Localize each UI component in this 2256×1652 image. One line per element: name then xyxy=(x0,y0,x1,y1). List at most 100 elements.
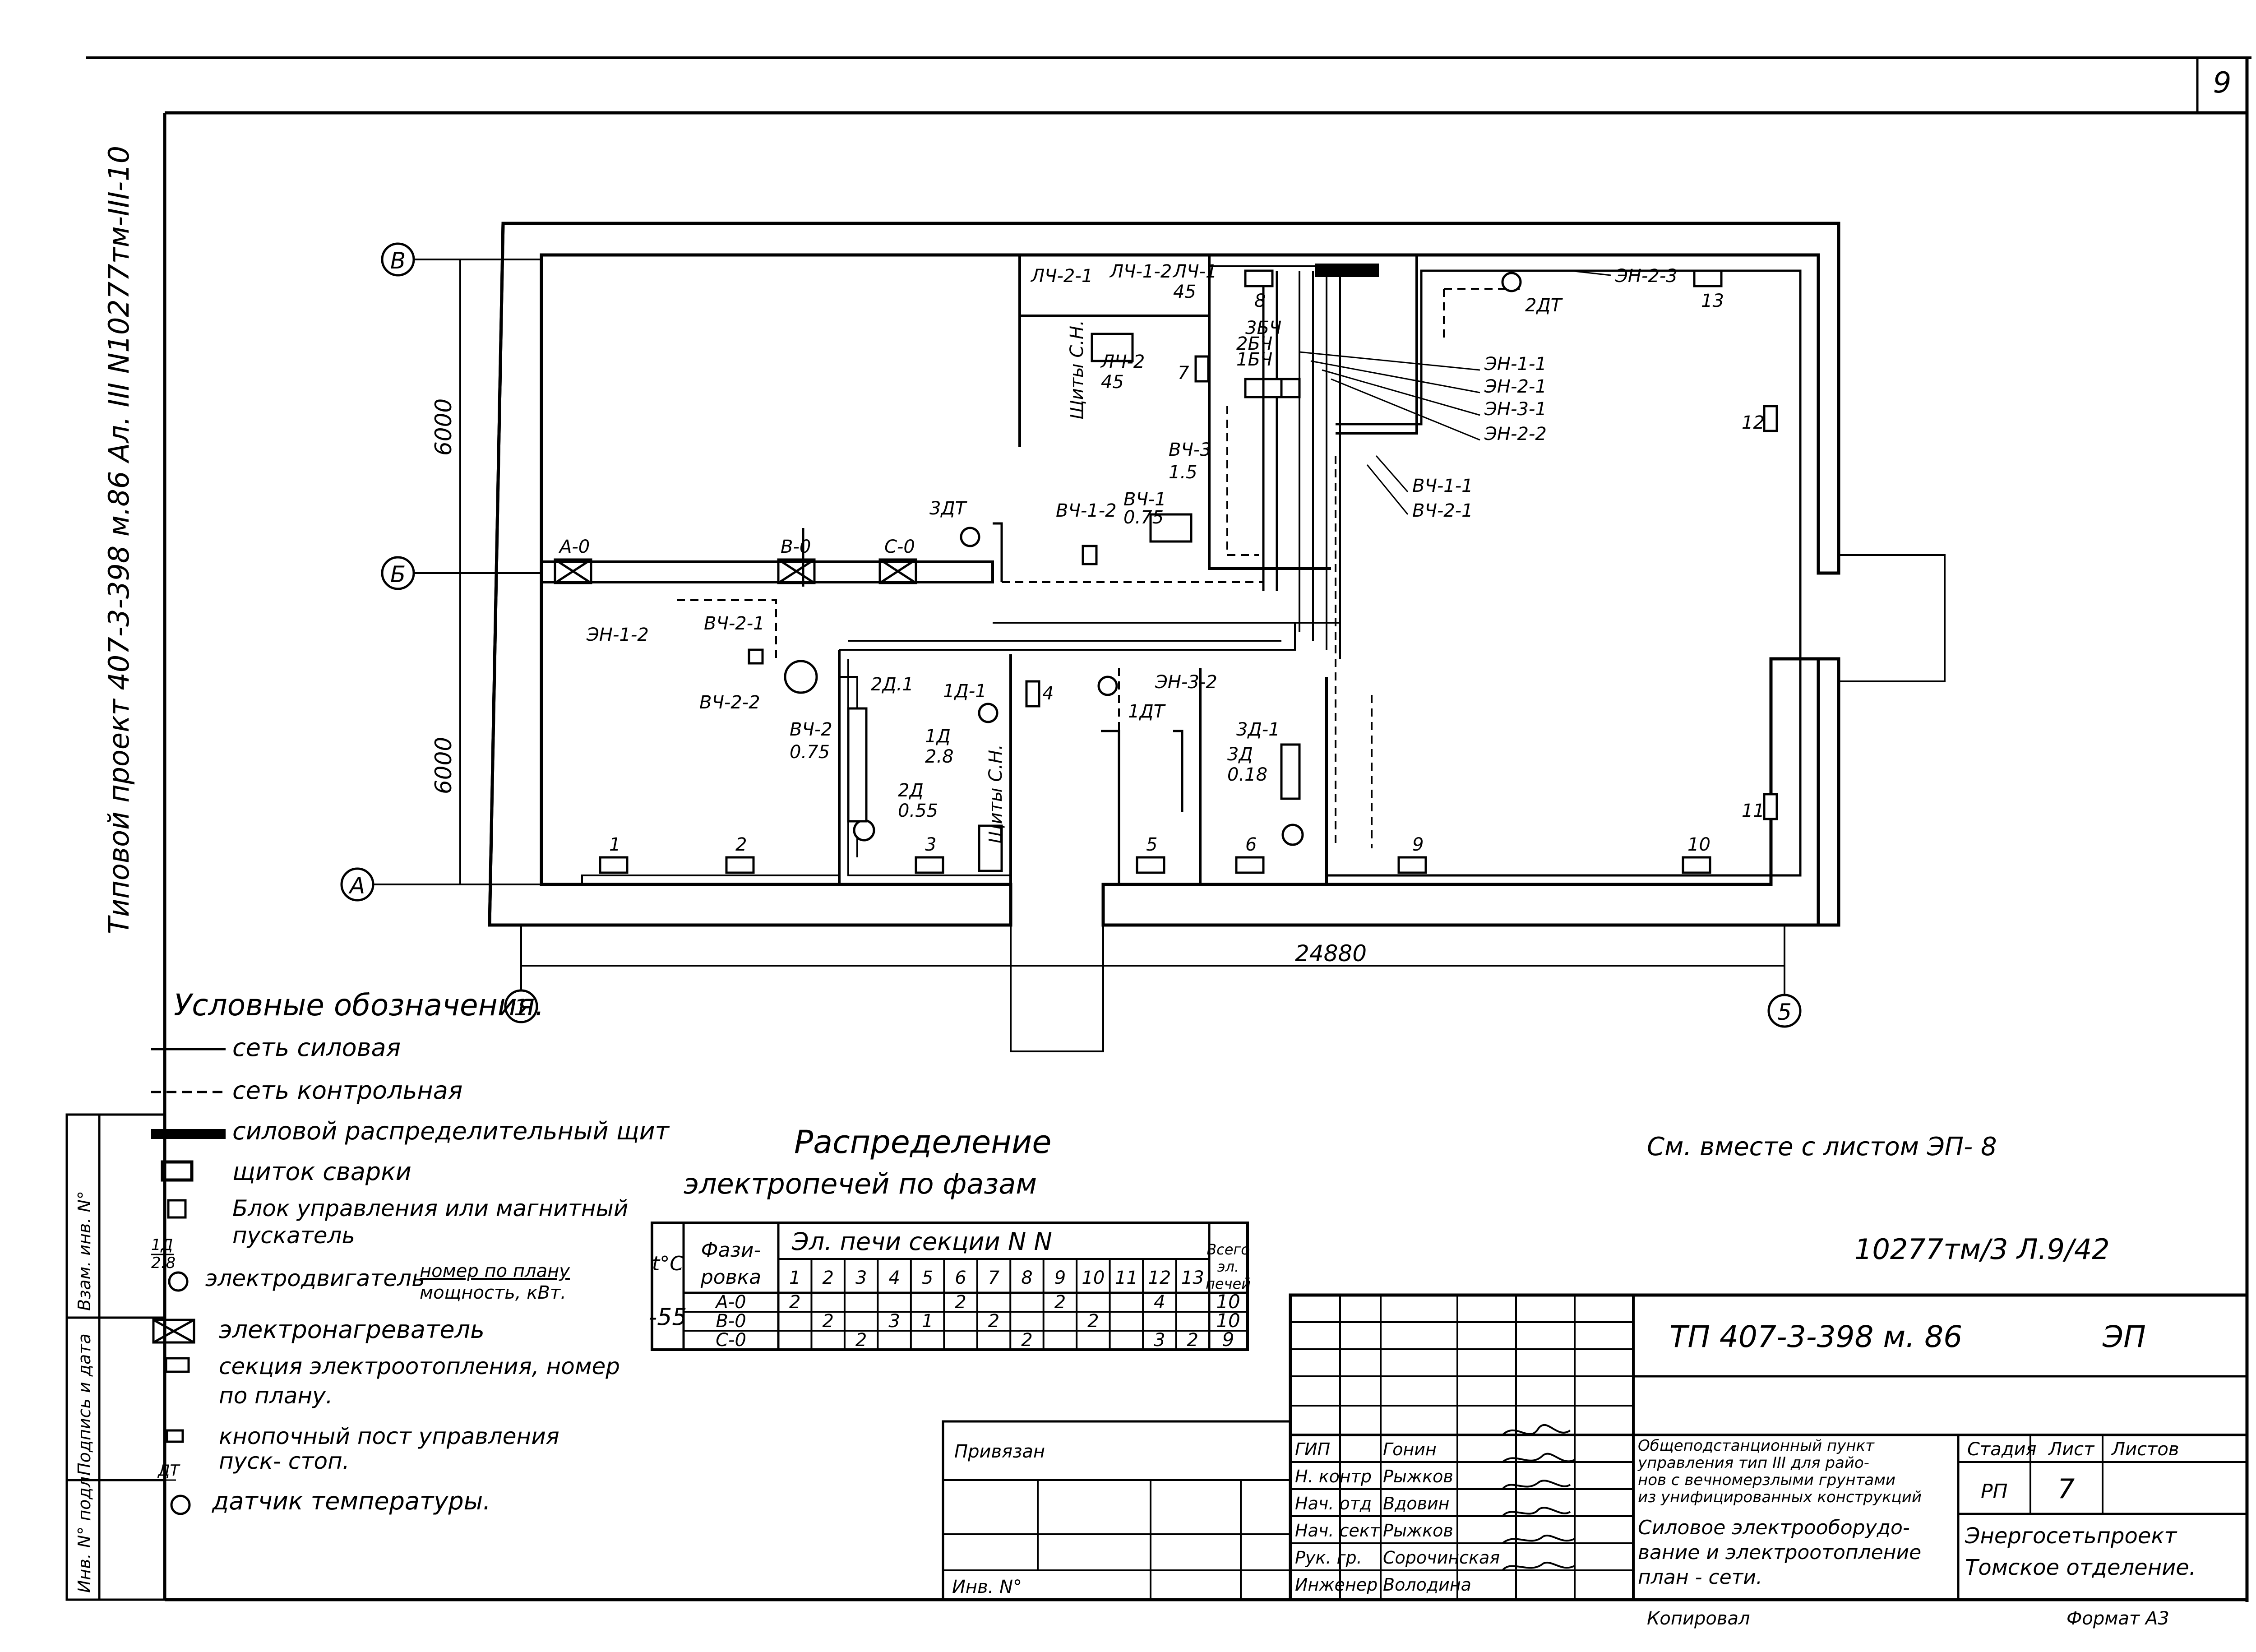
label-vu1-power: 0.75 xyxy=(1123,507,1164,528)
label-vu22: ВЧ-2-2 xyxy=(699,692,760,713)
role-label: Нач. отд xyxy=(1295,1494,1372,1513)
legend-motor-note-2: мощность, кВт. xyxy=(420,1282,566,1303)
table-cell: 2 xyxy=(855,1330,867,1351)
project-code: ТП 407-3-398 м. 86 xyxy=(1669,1319,1962,1354)
label-c0: С-0 xyxy=(884,537,915,557)
legend-weld-box: щиток сварки xyxy=(232,1157,411,1186)
label-vu21: ВЧ-2-1 xyxy=(704,613,765,634)
dim-6000-upper: 6000 xyxy=(430,398,457,456)
label-1bu: 1БЧ xyxy=(1236,349,1272,370)
table-col-header: 8 xyxy=(1021,1268,1032,1288)
heat-num-6: 6 xyxy=(1245,834,1257,855)
table-row-phase: А-0 xyxy=(714,1292,746,1313)
table-row-phase: С-0 xyxy=(716,1330,746,1351)
heater-c0 xyxy=(878,558,917,584)
legend-heater: электронагреватель xyxy=(219,1315,485,1344)
table-cell: 3 xyxy=(1154,1330,1165,1351)
label-vu2: ВЧ-2 xyxy=(790,719,832,740)
table-col-header: 9 xyxy=(1054,1268,1066,1288)
axis-label-1: 1 xyxy=(514,995,528,1021)
heat-num-10: 10 xyxy=(1687,834,1710,855)
org-name: Энергосетьпроект xyxy=(1965,1523,2177,1549)
label-b0: В-0 xyxy=(781,537,811,557)
strip-signature-date: Подпись и дата xyxy=(74,1333,94,1476)
label-en23: ЭН-2-3 xyxy=(1615,266,1678,287)
label-1dt: 1ДТ xyxy=(1128,701,1166,722)
label-3dt: 3ДТ xyxy=(929,498,968,519)
label-3d1: 3Д-1 xyxy=(1236,719,1280,740)
role-label: Н. контр xyxy=(1295,1467,1372,1486)
label-l1-power: 45 xyxy=(1173,282,1196,302)
sheet-title: Силовое электрооборудо-вание и электроот… xyxy=(1638,1516,1921,1589)
table-col-header: 2 xyxy=(822,1268,833,1288)
label-en22: ЭН-2-2 xyxy=(1484,424,1547,444)
table-col-header: 1 xyxy=(789,1268,800,1288)
label-en31: ЭН-3-1 xyxy=(1484,399,1547,420)
axis-lines xyxy=(373,259,1785,995)
legend-button-post-1: кнопочный пост управления xyxy=(219,1423,559,1449)
sheet-title-line: план - сети. xyxy=(1638,1566,1762,1589)
object-title-line: нов с вечномерзлыми грунтами xyxy=(1638,1471,1895,1489)
table-total-header-3: печей xyxy=(1206,1275,1251,1292)
label-2d1: 2Д.1 xyxy=(871,674,914,695)
table-row-total: 10 xyxy=(1216,1291,1240,1313)
table-temp-header: t°C xyxy=(652,1252,684,1275)
label-vu12: ВЧ-1-2 xyxy=(1056,500,1117,521)
control-units xyxy=(748,333,1301,872)
label-vu2-power: 0.75 xyxy=(790,742,830,763)
table-total-header-1: Всего xyxy=(1207,1241,1250,1258)
label-2dt: 2ДТ xyxy=(1525,295,1563,316)
label-2bu: 2БЧ xyxy=(1236,333,1272,354)
table-row-total: 10 xyxy=(1216,1310,1240,1332)
side-project-text: Типовой проект 407-3-398 м.86 Ал. III N1… xyxy=(102,146,135,934)
table-col-header: 12 xyxy=(1148,1268,1171,1288)
axis-bubbles xyxy=(340,242,1802,1028)
legend-sensor-tag: ДТ xyxy=(157,1462,180,1480)
legend-title: Условные обозначения. xyxy=(174,988,544,1023)
label-en11: ЭН-1-1 xyxy=(1484,354,1547,375)
object-title-line: Общеподстанционный пункт xyxy=(1638,1437,1875,1455)
heat-num-3: 3 xyxy=(925,834,936,855)
legend-control-unit-1: Блок управления или магнитный xyxy=(232,1195,628,1222)
label-vu3: ВЧ-3 xyxy=(1169,440,1211,460)
table-col-header: 7 xyxy=(988,1268,1000,1288)
table-total-header-2: эл. xyxy=(1217,1258,1239,1275)
sheet-title-line: Силовое электрооборудо- xyxy=(1638,1516,1910,1539)
sheet-label: Лист xyxy=(2048,1439,2095,1460)
role-label: ГИП xyxy=(1295,1439,1330,1459)
legend-heat-section-1: секция электроотопления, номер xyxy=(219,1353,620,1379)
heat-num-11: 11 xyxy=(1742,801,1765,821)
object-title-line: управления тип III для райо- xyxy=(1637,1454,1869,1472)
table-col-header: 6 xyxy=(955,1268,966,1288)
axis-label-v: В xyxy=(390,248,406,274)
sheet-value: 7 xyxy=(2057,1473,2075,1505)
legend-button-post-2: пуск- стоп. xyxy=(219,1448,350,1474)
sheet-number: 9 xyxy=(2213,66,2232,100)
axis-label-b: Б xyxy=(390,561,406,588)
role-label: Рук. гр. xyxy=(1295,1548,1362,1568)
inv-label: Инв. N° xyxy=(952,1577,1022,1597)
heating-sections xyxy=(599,269,1778,874)
label-vu3-power: 1.5 xyxy=(1169,462,1197,483)
role-label: Инженер xyxy=(1295,1575,1378,1595)
label-en12: ЭН-1-2 xyxy=(586,625,649,645)
label-3bu: 3БЧ xyxy=(1245,318,1281,338)
heat-num-4: 4 xyxy=(1042,683,1054,704)
label-vu1: ВЧ-1 xyxy=(1123,489,1166,510)
table-col-header: 4 xyxy=(888,1268,900,1288)
legend-power-net: сеть силовая xyxy=(232,1033,401,1062)
role-name: Рыжков xyxy=(1383,1521,1453,1541)
heater-b0 xyxy=(777,558,816,584)
sheet-title-line: вание и электроотопление xyxy=(1638,1541,1921,1564)
doc-mark: ЭП xyxy=(2102,1319,2146,1354)
object-title-line: из унифицированных конструкций xyxy=(1638,1488,1922,1506)
shield-label-lower: Щиты С.Н. xyxy=(985,744,1006,844)
strip-inv-podl: Инв. N° подл. xyxy=(74,1471,94,1593)
phase-table-title-1: Распределение xyxy=(794,1124,1051,1161)
label-l1: ЛЧ-1 xyxy=(1172,261,1217,282)
copied-label: Копировал xyxy=(1647,1608,1750,1629)
label-vu21-right: ВЧ-2-1 xyxy=(1412,500,1473,521)
label-3d-power: 0.18 xyxy=(1227,764,1267,785)
role-name: Володина xyxy=(1383,1575,1471,1595)
table-row-total: 9 xyxy=(1222,1328,1234,1351)
